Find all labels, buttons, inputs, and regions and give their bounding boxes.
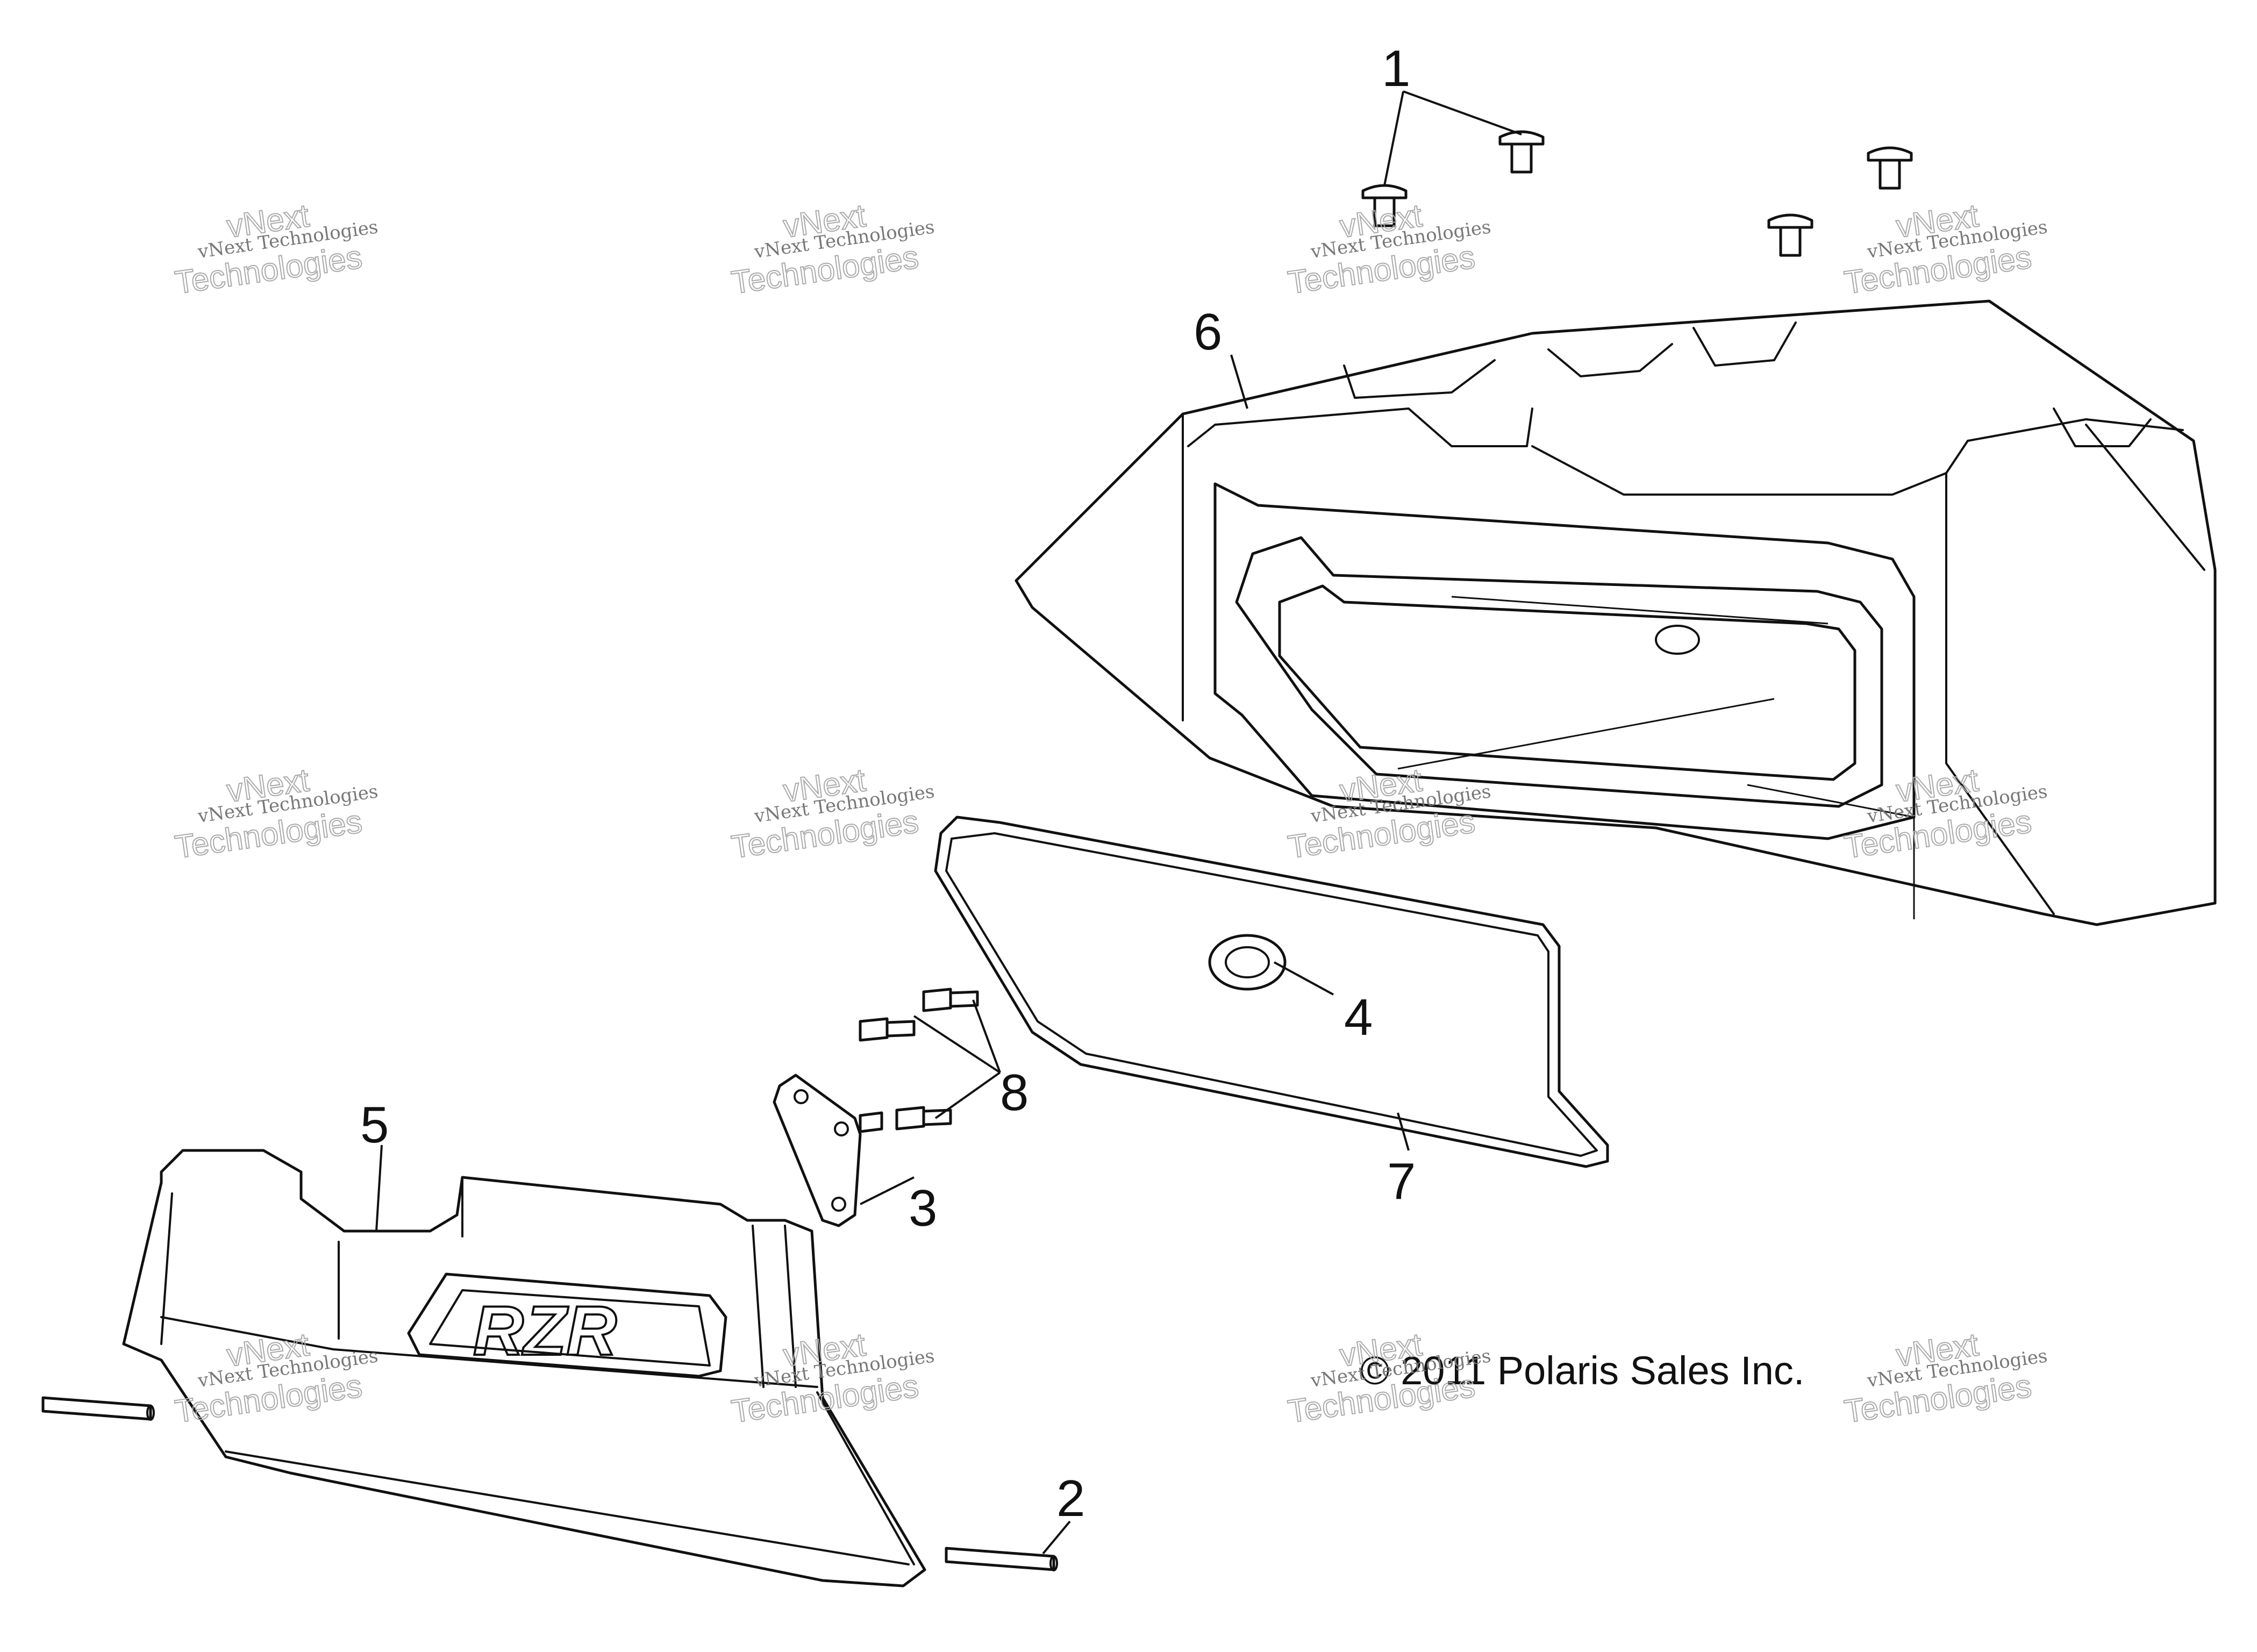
watermark: vNext Technologies vNext Technologies xyxy=(728,761,935,866)
hinge-pin-right xyxy=(945,1547,1058,1571)
watermark: vNext Technologies vNext Technologies xyxy=(1285,1326,1492,1430)
callout-3: 3 xyxy=(909,1179,937,1237)
bracket-plate xyxy=(773,1074,883,1227)
copyright-notice: © 2011 Polaris Sales Inc. xyxy=(1360,1348,1804,1393)
callout-8: 8 xyxy=(1000,1064,1028,1121)
glovebox-door: RZR xyxy=(122,1149,926,1587)
callout-4: 4 xyxy=(1344,989,1373,1046)
callout-5: 5 xyxy=(360,1096,389,1154)
watermark: vNext Technologies vNext Technologies xyxy=(1841,1326,2048,1430)
callout-2: 2 xyxy=(1056,1470,1085,1527)
screw-group xyxy=(1361,130,1913,257)
rzr-logo: RZR xyxy=(473,1291,617,1370)
glovebox-seal xyxy=(934,816,1609,1168)
watermark: vNext Technologies vNext Technologies xyxy=(1285,197,1492,301)
watermark: vNext Technologies vNext Technologies xyxy=(172,197,379,301)
callout-6: 6 xyxy=(1194,303,1222,361)
callout-7: 7 xyxy=(1387,1153,1416,1210)
callout-1: 1 xyxy=(1382,40,1410,97)
glovebox-housing xyxy=(1015,299,2217,926)
hinge-pin-left xyxy=(41,1396,155,1421)
leader-lines xyxy=(375,90,1522,1555)
bumper xyxy=(1208,934,1287,991)
watermark: vNext Technologies vNext Technologies xyxy=(728,197,935,301)
watermark: vNext Technologies vNext Technologies xyxy=(172,761,379,866)
watermark: vNext Technologies vNext Technologies xyxy=(1841,197,2048,301)
screw-group-small xyxy=(859,988,979,1131)
watermark: vNext Technologies vNext Technologies xyxy=(728,1326,935,1430)
